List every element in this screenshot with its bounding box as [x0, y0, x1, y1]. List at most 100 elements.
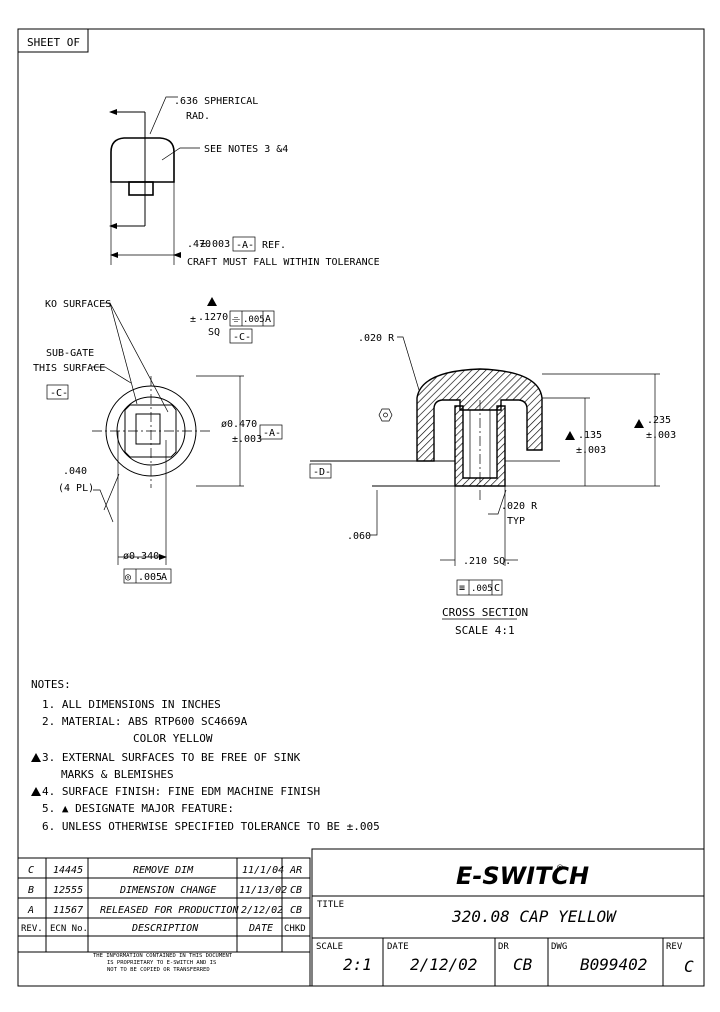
rev-header-rev: REV.	[21, 924, 43, 934]
drawn-by-label: DR	[498, 942, 509, 952]
sub-gate-label-1: SUB-GATE	[46, 348, 94, 359]
proprietary-line-2: IS PROPRIETARY TO E-SWITCH AND IS	[107, 960, 216, 966]
see-notes-label: SEE NOTES 3 &4	[204, 144, 288, 155]
rev-header-chkd: CHKD	[284, 924, 306, 934]
typ-label: TYP	[507, 516, 525, 527]
sq-dim-value: .1270	[198, 312, 228, 323]
note-2: 2. MATERIAL: ABS RTP600 SC4669A	[42, 715, 248, 728]
cross-section-scale: SCALE 4:1	[455, 624, 515, 637]
cap-stem-outline	[128, 181, 154, 196]
dim-135-tol: ±.003	[576, 445, 606, 456]
note-3-cont: MARKS & BLEMISHES	[61, 768, 174, 781]
rev-row-1-ecn: 14445	[53, 865, 83, 876]
dwg-value: B099402	[580, 955, 647, 974]
rev-value: C	[684, 957, 694, 976]
rev-row-2-desc: DIMENSION CHANGE	[119, 885, 216, 896]
company-logo: E-SWITCH	[456, 862, 589, 890]
note-2-cont: COLOR YELLOW	[133, 732, 213, 745]
note-4-marker	[31, 787, 41, 796]
rev-header-desc: DESCRIPTION	[131, 923, 199, 934]
rev-header-ecn: ECN No.	[50, 924, 88, 934]
title-label: TITLE	[317, 900, 344, 910]
dim-470-value: .470	[187, 239, 211, 250]
rev-row-3-ecn: 11567	[53, 905, 83, 916]
revision-table: C 14445 REMOVE DIM 11/1/04 AR B 12555 DI…	[17, 857, 311, 987]
datum-d-box	[309, 463, 332, 479]
date-label: DATE	[387, 942, 409, 952]
major-feature-marker-235	[634, 419, 644, 428]
dia-340-label: ø0.340	[123, 551, 159, 562]
sq-label: SQ	[208, 327, 220, 338]
sq-fcf-datum: A	[265, 314, 271, 325]
rev-row-2-ecn: 12555	[53, 885, 83, 896]
rev-row-2-chkd: CB	[290, 885, 302, 896]
stem-section-hatched	[454, 405, 506, 487]
sq-fcf-symbol: ⌯	[232, 314, 240, 325]
hex-symbol	[378, 408, 393, 422]
dim-235-tol: ±.003	[646, 430, 676, 441]
ref-label: REF.	[262, 240, 286, 251]
rev-row-3-rev: A	[27, 905, 34, 916]
rev-row-1-chkd: AR	[289, 865, 302, 876]
chamfer-label-2: (4 PL)	[58, 483, 94, 494]
rev-row-3-chkd: CB	[290, 905, 302, 916]
side-view: .636 SPHERICAL RAD. SEE NOTES 3 &4 .470 …	[109, 96, 380, 268]
datum-a-box-plan	[259, 424, 283, 440]
notes-header: NOTES:	[31, 678, 71, 691]
major-feature-marker-sq	[207, 297, 217, 306]
dim-210-label: .210 SQ.	[463, 556, 511, 567]
proprietary-line-1: THE INFORMATION CONTAINED IN THIS DOCUME…	[93, 953, 233, 959]
dim-135-label: .135	[578, 430, 602, 441]
sheet-of-label: SHEET OF	[27, 36, 80, 49]
rev-row-1-rev: C	[28, 865, 34, 876]
date-value: 2/12/02	[410, 955, 477, 974]
note-3-marker	[31, 753, 41, 762]
note-5: 5. ▲ DESIGNATE MAJOR FEATURE:	[42, 802, 234, 815]
dwg-label: DWG	[551, 942, 567, 952]
rev-header-date: DATE	[248, 923, 273, 934]
cap-dome-outline	[110, 137, 175, 183]
note-4: 4. SURFACE FINISH: FINE EDM MACHINE FINI…	[42, 785, 320, 798]
plan-inner-square	[135, 413, 161, 445]
rev-row-3-date: 2/12/02	[241, 905, 283, 916]
rev-row-1-date: 11/1/04	[242, 865, 284, 876]
datum-c-box-left	[46, 384, 69, 400]
cs-fcf-datum: C	[494, 583, 500, 594]
datum-c-label-right: -C-	[233, 332, 251, 343]
datum-a-label-top: -A-	[236, 240, 254, 251]
pos-fcf-frame	[123, 568, 172, 584]
pos-fcf-symbol: ◎	[125, 572, 131, 583]
dim-235-label: .235	[647, 415, 671, 426]
drawn-by-value: CB	[513, 955, 533, 974]
rev-row-2-rev: B	[28, 885, 34, 896]
major-feature-marker-135	[565, 431, 575, 440]
dim-470-tol: ±.003	[200, 239, 230, 250]
cs-fcf-symbol: ≡	[459, 583, 465, 594]
r020-top-label: .020 R	[358, 333, 395, 344]
sq-fcf-frame	[229, 310, 275, 327]
title-block: E-SWITCH ® TITLE 320.08 CAP YELLOW SCALE…	[311, 848, 705, 987]
datum-d-label: -D-	[313, 467, 331, 478]
sheet-border	[17, 28, 705, 987]
r020-bottom-label: .020 R	[501, 501, 538, 512]
sub-gate-label-2: THIS SURFACE	[33, 363, 105, 374]
dim-060-label: .060	[347, 531, 371, 542]
rev-row-2-date: 11/13/02	[239, 885, 287, 896]
rev-label: REV	[666, 942, 683, 952]
note-6: 6. UNLESS OTHERWISE SPECIFIED TOLERANCE …	[42, 820, 380, 833]
dia-470-label: ø0.470	[221, 419, 257, 430]
plan-stem-square	[124, 404, 177, 458]
title-value: 320.08 CAP YELLOW	[451, 907, 617, 926]
datum-a-box-top	[232, 236, 256, 252]
notes-block: NOTES: 1. ALL DIMENSIONS IN INCHES 2. MA…	[31, 678, 380, 833]
radius-label-line-2: RAD.	[186, 111, 210, 122]
scale-value: 2:1	[343, 955, 372, 974]
chamfer-label-1: .040	[63, 466, 87, 477]
pos-fcf-value: .005	[138, 572, 162, 583]
note-1: 1. ALL DIMENSIONS IN INCHES	[42, 698, 221, 711]
proprietary-line-3: NOT TO BE COPIED OR TRANSFERRED	[107, 967, 210, 973]
cross-section-title: CROSS SECTION	[442, 606, 528, 619]
cap-section-hatched	[416, 368, 543, 462]
sq-dim-tol-sign: ±	[190, 314, 196, 325]
